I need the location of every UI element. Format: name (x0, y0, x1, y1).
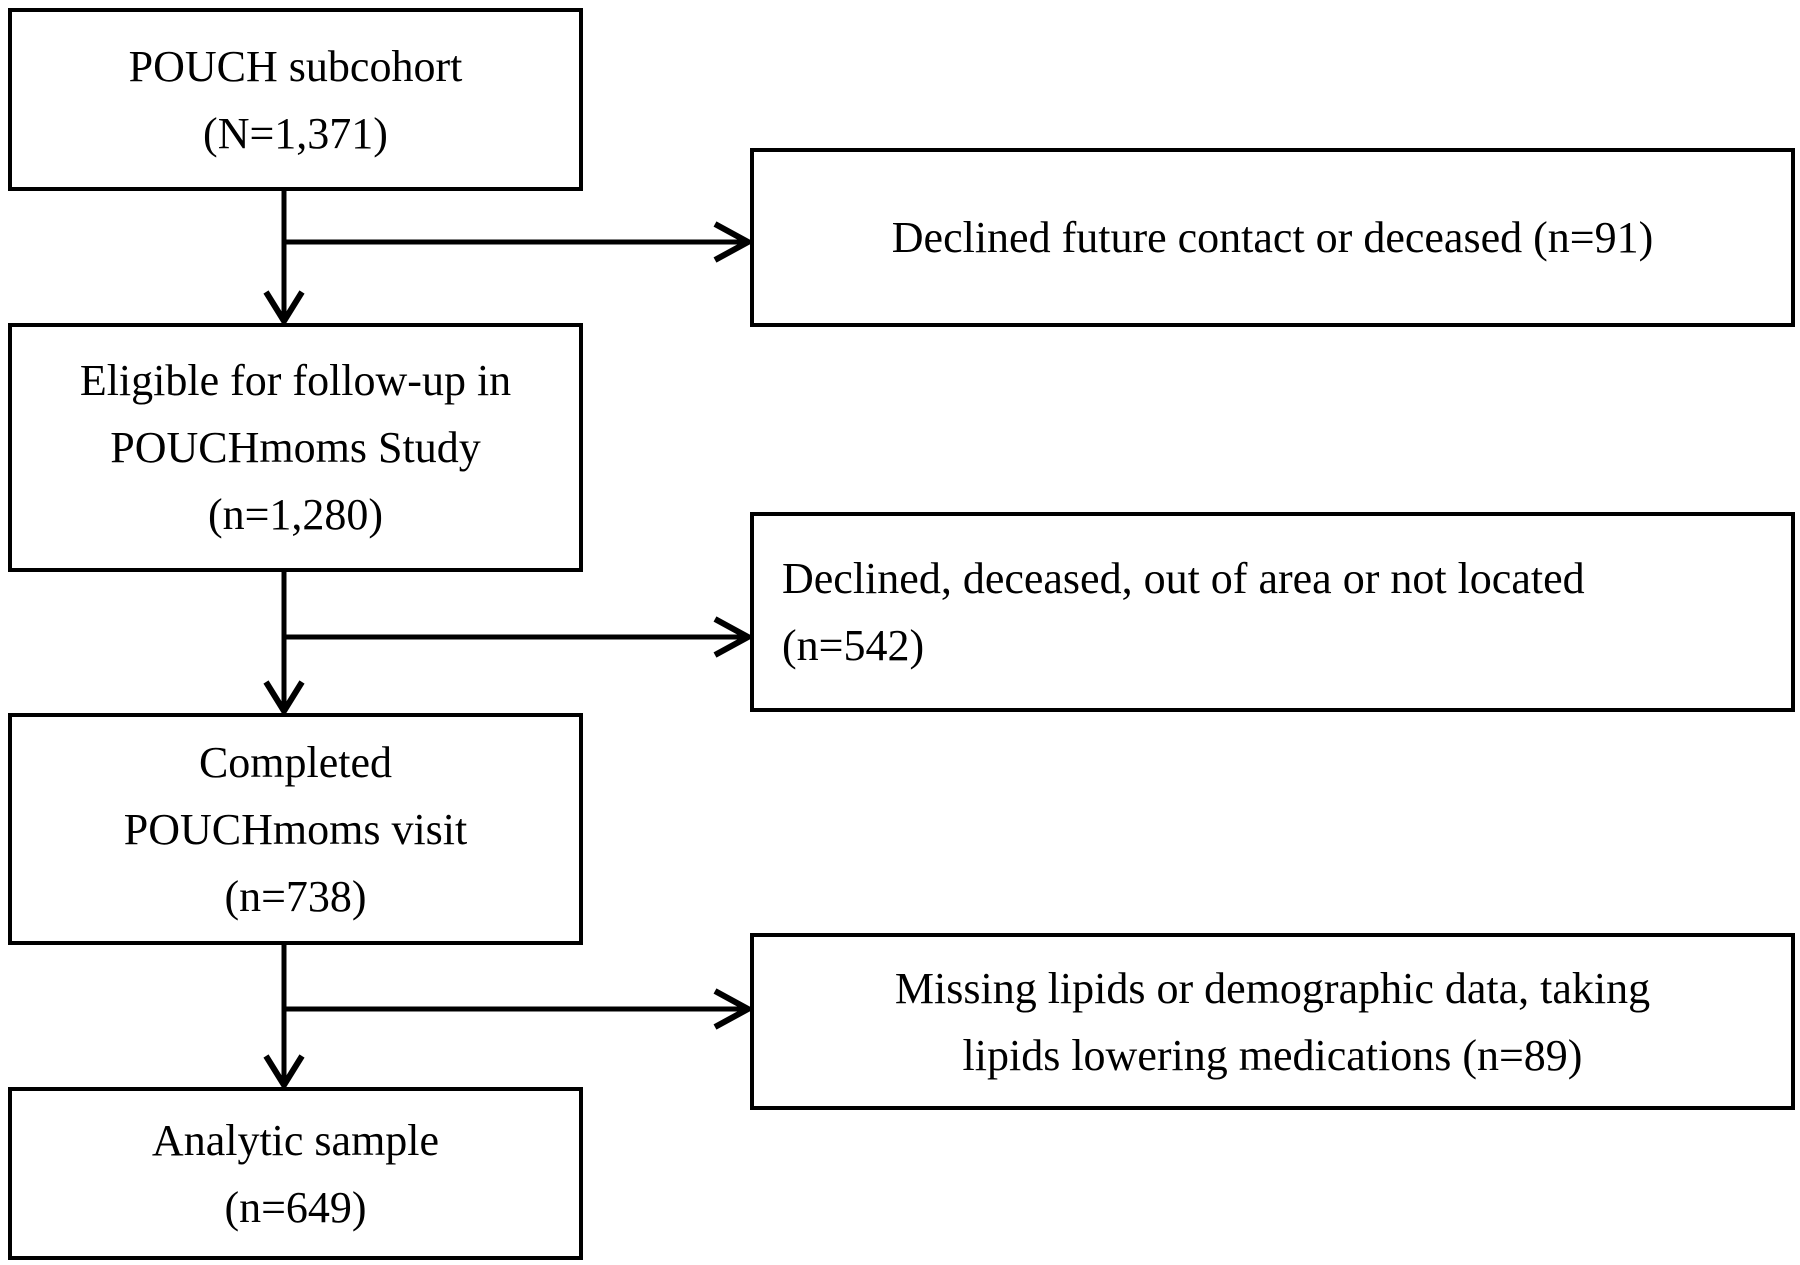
box-text-line: Analytic sample (151, 1115, 440, 1165)
box-count-line: lipids lowering medications (n=89) (962, 1030, 1583, 1080)
exclusion-box-declined-contact-deceased: Declined future contact or deceased (n=9… (750, 148, 1795, 327)
flow-box-completed-visit: Completed POUCHmoms visit (n=738) (8, 713, 583, 945)
arrowhead-right-exclusion-1 (713, 221, 755, 263)
flow-box-pouch-subcohort: POUCH subcohort (N=1,371) (8, 8, 583, 191)
box-text-line: Declined, deceased, out of area or not l… (782, 554, 1585, 603)
arrowhead-down-eligible (263, 290, 305, 327)
box-count-line: (n=738) (224, 871, 367, 921)
box-text-line: POUCHmoms Study (110, 423, 481, 472)
arrowhead-right-exclusion-2 (713, 616, 755, 658)
box-text-line: POUCHmoms visit (123, 804, 468, 854)
arrowhead-down-completed (263, 680, 305, 717)
arrowhead-right-exclusion-3 (713, 988, 755, 1030)
exclusion-box-missing-data-medications: Missing lipids or demographic data, taki… (750, 933, 1795, 1110)
box-text-line: POUCH subcohort (128, 41, 463, 91)
box-count-line: (n=542) (782, 621, 925, 670)
box-text-line: Declined future contact or deceased (n=9… (891, 213, 1654, 262)
box-count-line: (N=1,371) (203, 108, 388, 158)
flow-box-eligible-followup: Eligible for follow-up in POUCHmoms Stud… (8, 323, 583, 572)
box-count-line: (n=649) (224, 1182, 367, 1232)
exclusion-box-declined-deceased-out-of-area: Declined, deceased, out of area or not l… (750, 512, 1795, 712)
box-text-line: Completed (198, 737, 393, 787)
box-count-line: (n=1,280) (207, 490, 384, 539)
arrowhead-down-analytic (263, 1054, 305, 1091)
flow-box-analytic-sample: Analytic sample (n=649) (8, 1087, 583, 1260)
box-text-line: Eligible for follow-up in (79, 356, 512, 405)
box-text-line: Missing lipids or demographic data, taki… (894, 963, 1651, 1013)
